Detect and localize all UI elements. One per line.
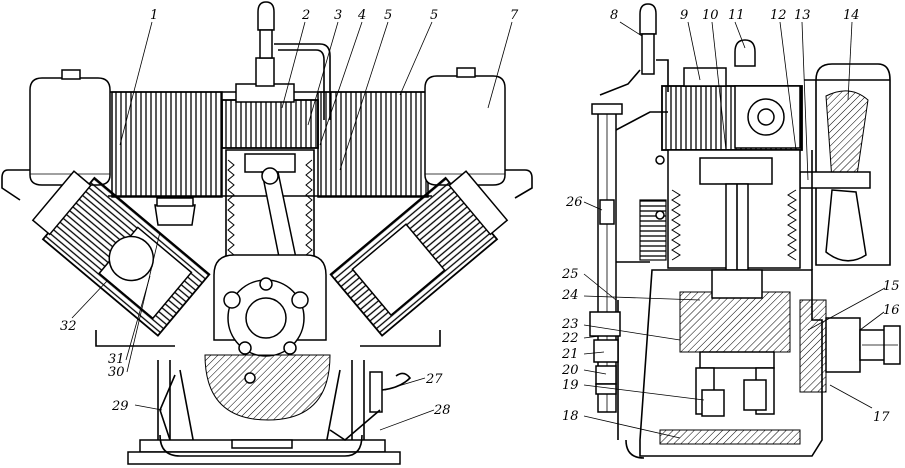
- label-11: 11: [728, 8, 745, 23]
- left-inclined-cylinder: [31, 170, 211, 337]
- side-cylinder-head: [661, 39, 803, 151]
- fan-blade-lower: [825, 189, 867, 262]
- label-21: 21: [561, 347, 579, 362]
- label-9: 9: [680, 8, 688, 23]
- label-2: 2: [301, 8, 310, 23]
- leader-lines-right: [583, 21, 886, 439]
- label-15: 15: [883, 279, 900, 294]
- label-12: 12: [770, 8, 787, 23]
- label-29: 29: [111, 399, 129, 414]
- fan-blade-upper: [825, 90, 869, 183]
- label-5b: 5: [430, 8, 438, 23]
- label-24: 24: [561, 288, 579, 303]
- label-1: 1: [150, 8, 158, 23]
- left-labels: 1 2 3 4 5 5 7 27 28 29 30 31 32: [60, 8, 519, 418]
- label-32: 32: [60, 319, 77, 334]
- radiator-core-left: [111, 91, 223, 198]
- air-filter-left: [29, 69, 111, 186]
- radiator-core-right: [317, 91, 429, 198]
- fan-housing: [799, 63, 891, 270]
- label-22: 22: [561, 331, 579, 346]
- right-inclined-cylinder: [329, 170, 509, 337]
- label-23: 23: [561, 317, 579, 332]
- vertical-cylinder-head: [221, 1, 331, 149]
- vertical-cylinder: [225, 149, 315, 271]
- crankcase-side: [617, 269, 823, 459]
- label-3: 3: [334, 8, 342, 23]
- label-14: 14: [843, 8, 860, 23]
- side-frame: [589, 103, 668, 413]
- label-18: 18: [562, 409, 579, 424]
- crankcase-front: [213, 254, 327, 357]
- right-labels: 8 9 10 11 12 13 14 15 16 17 18 19 20 21 …: [561, 8, 900, 425]
- side-sectional-view: 8 9 10 11 12 13 14 15 16 17 18 19 20 21 …: [561, 3, 901, 459]
- crankshaft-end: [799, 299, 901, 393]
- label-20: 20: [561, 363, 579, 378]
- label-28: 28: [433, 403, 451, 418]
- label-16: 16: [883, 303, 900, 318]
- counterweight: [204, 354, 331, 421]
- label-25: 25: [561, 267, 579, 282]
- label-5a: 5: [384, 8, 392, 23]
- leader-lines-left: [71, 21, 513, 431]
- label-13: 13: [794, 8, 811, 23]
- label-4: 4: [357, 8, 366, 23]
- label-17: 17: [873, 410, 890, 425]
- label-19: 19: [562, 378, 579, 393]
- label-8: 8: [610, 8, 618, 23]
- label-26: 26: [565, 195, 583, 210]
- label-30: 30: [108, 365, 125, 380]
- label-10: 10: [702, 8, 719, 23]
- label-27: 27: [425, 372, 443, 387]
- air-filter-right: [424, 67, 506, 186]
- label-7: 7: [510, 8, 519, 23]
- frame-base-front: [127, 360, 412, 465]
- front-sectional-view: 1 2 3 4 5 5 7 27 28 29 30 31 32: [1, 1, 533, 465]
- side-cylinder: [667, 149, 801, 277]
- label-31: 31: [108, 352, 125, 367]
